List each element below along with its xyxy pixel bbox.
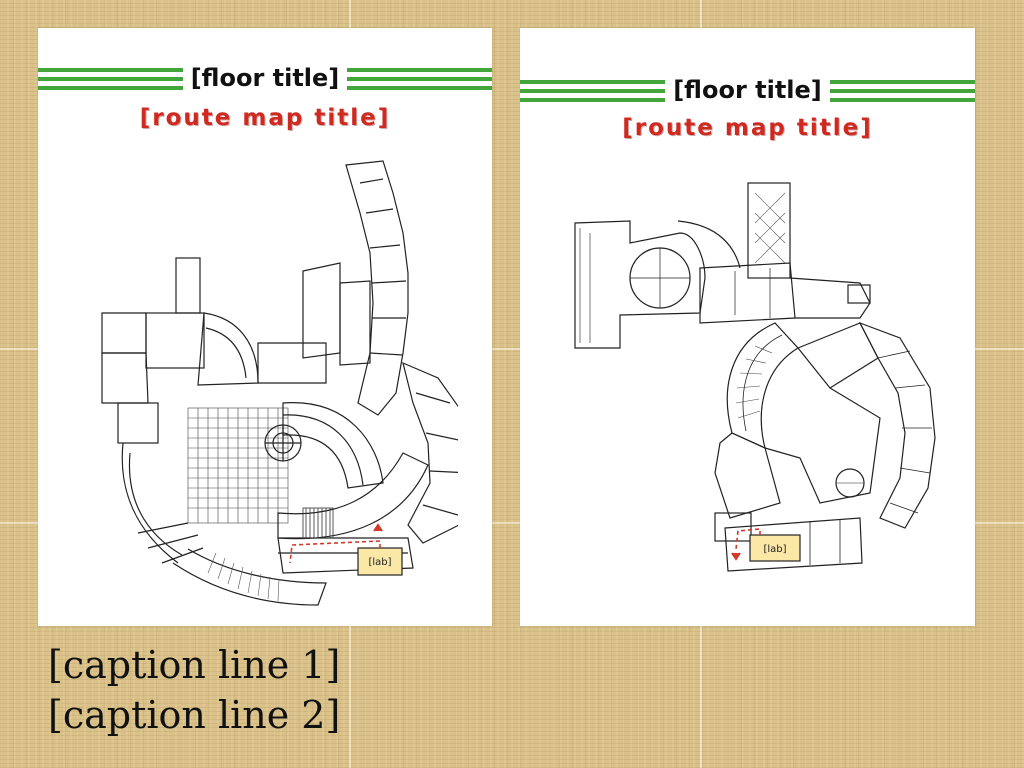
exit-marker — [731, 552, 741, 561]
floor-plan-drawing: [lab] — [560, 173, 940, 593]
exit-marker — [373, 523, 383, 532]
lab-highlight — [357, 547, 403, 576]
floor-title: [floor title] — [38, 64, 492, 92]
lab-label: [lab] — [368, 557, 391, 568]
evacuation-route — [735, 528, 761, 550]
caption-line: [caption line 1] — [48, 643, 341, 687]
floor-plan-panel-right: [floor title] [route map title] — [520, 28, 975, 626]
floor-title: [floor title] — [520, 76, 975, 104]
background-seam — [0, 522, 1024, 524]
route-map-title: [route map title] — [139, 105, 391, 131]
caption-line: [caption line 2] — [48, 693, 341, 737]
slide-caption: [caption line 1] [caption line 2] — [48, 640, 978, 740]
lab-label: [lab] — [763, 544, 786, 555]
evacuation-route — [289, 540, 381, 564]
floor-plan-drawing: [lab] — [78, 153, 458, 623]
floor-plan-panel-left: [floor title] [route map title] — [38, 28, 492, 626]
background-seam — [0, 348, 1024, 350]
lab-highlight — [749, 534, 801, 562]
route-map-title: [route map title] — [622, 115, 873, 141]
